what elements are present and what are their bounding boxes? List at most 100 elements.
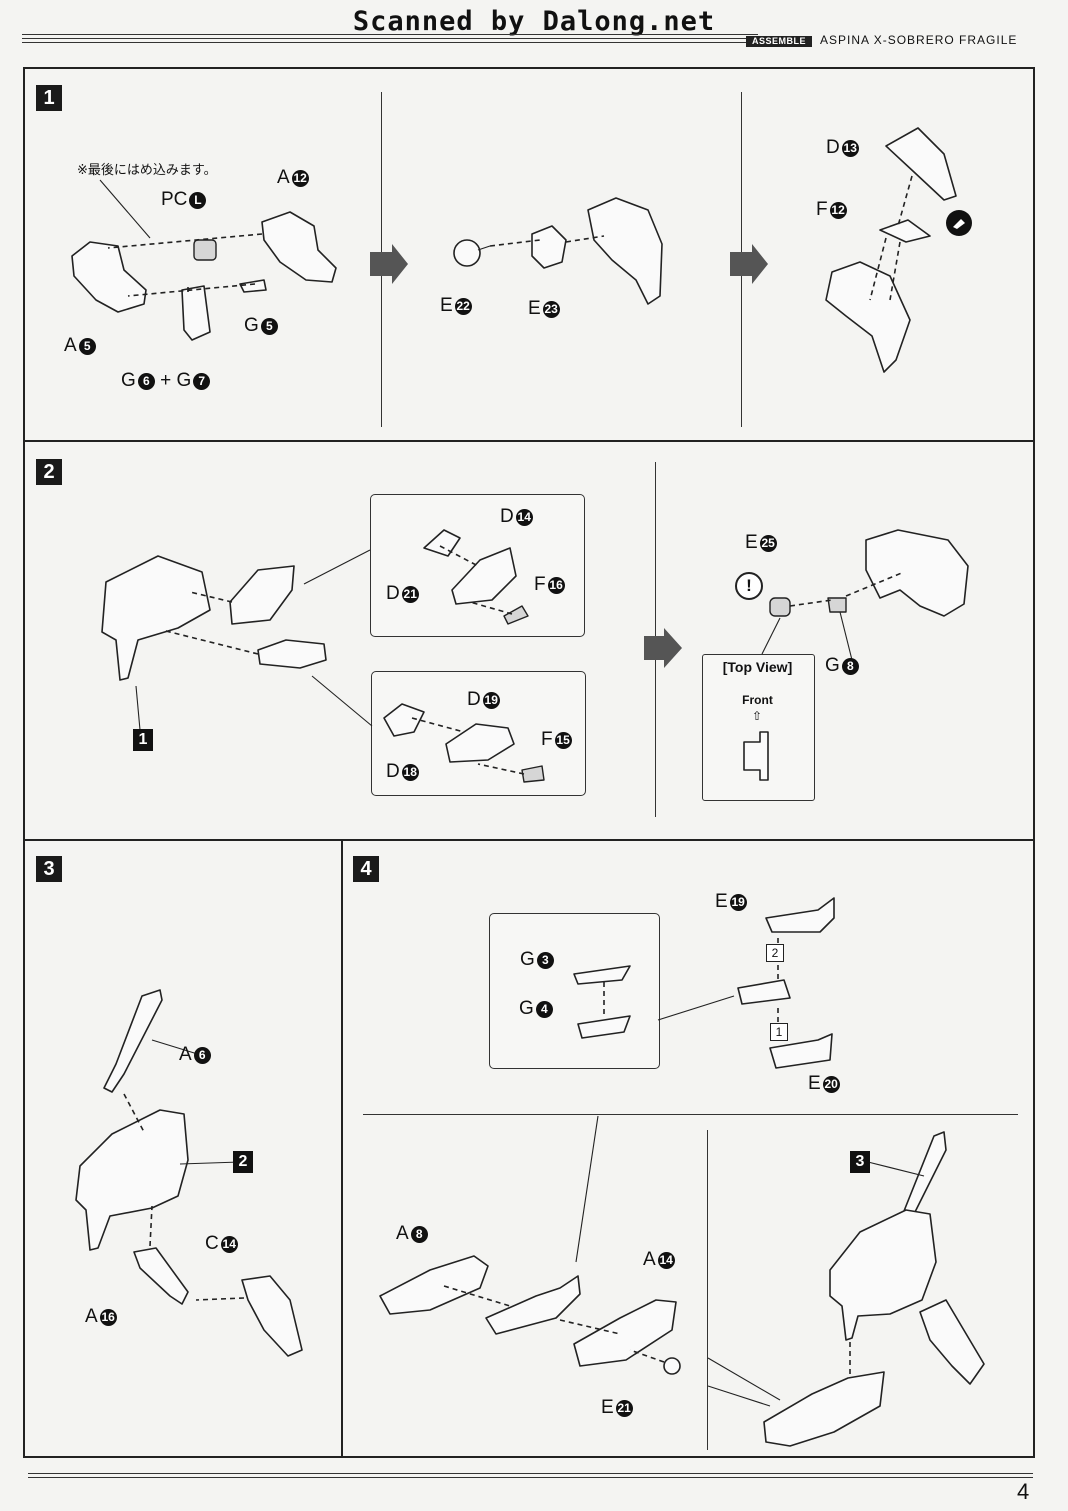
assembly-arrow — [149, 1205, 153, 1247]
part-letter: E — [440, 295, 453, 316]
part-letter: G — [825, 655, 840, 676]
part-letter: A — [85, 1306, 98, 1327]
part-illustration — [577, 1015, 631, 1039]
footer-rule — [28, 1473, 1033, 1474]
part-illustration — [829, 1209, 937, 1341]
leader-line — [707, 1385, 771, 1407]
part-letter: E — [528, 298, 541, 319]
part-letter: F — [816, 199, 828, 220]
step-number-1: 1 — [36, 85, 62, 111]
part-illustration — [181, 285, 211, 341]
caution-icon: ! — [735, 572, 763, 600]
substep-divider — [363, 1114, 1018, 1115]
part-illustration — [229, 565, 295, 625]
poly-cap-illustration — [193, 239, 217, 261]
part-illustration — [663, 1357, 681, 1375]
part-illustration — [445, 723, 515, 763]
leader-line — [839, 611, 853, 661]
part-letter: PC — [161, 189, 188, 210]
part-number-badge: 5 — [78, 338, 96, 355]
part-letter: E — [745, 532, 758, 553]
leader-line — [657, 995, 735, 1021]
part-illustration — [103, 989, 163, 1093]
leader-line — [99, 179, 151, 239]
part-illustration — [423, 529, 461, 557]
scan-title: Scanned by Dalong.net — [352, 6, 716, 37]
assembly-arrow — [889, 241, 901, 301]
part-illustration — [879, 219, 931, 243]
part-letter: F — [534, 574, 546, 595]
part-illustration — [885, 127, 957, 201]
assembly-arrow — [897, 175, 913, 227]
part-number-badge: 14 — [515, 509, 533, 526]
progress-arrow — [730, 244, 768, 284]
lower-frame — [23, 840, 1035, 1458]
assembly-arrow — [789, 599, 833, 607]
part-letter: A — [643, 1249, 656, 1270]
step-ref-2: 2 — [233, 1151, 253, 1173]
part-illustration — [133, 1247, 189, 1305]
part-illustration — [587, 197, 663, 305]
step-ref-3: 3 — [850, 1151, 870, 1173]
part-letter: D — [500, 506, 514, 527]
leader-line — [311, 675, 373, 727]
part-illustration — [737, 979, 791, 1005]
part-illustration — [573, 965, 631, 985]
part-number-badge: 25 — [759, 535, 777, 552]
step-number-4: 4 — [353, 856, 379, 882]
progress-arrow — [644, 628, 682, 668]
sequence-1-badge: 1 — [770, 1023, 788, 1041]
part-letter: D — [467, 689, 481, 710]
header-rule — [22, 38, 758, 39]
part-number-badge: 8 — [841, 658, 859, 675]
assembly-arrow — [443, 1285, 511, 1307]
part-number-badge: 21 — [615, 1400, 633, 1417]
part-number-badge: 16 — [547, 577, 565, 594]
front-label: Front — [742, 693, 773, 707]
part-illustration — [573, 1299, 677, 1367]
top-view-box — [702, 654, 815, 801]
part-illustration — [71, 241, 147, 313]
part-number-badge: 6 — [193, 1047, 211, 1064]
part-letter: A — [179, 1044, 192, 1065]
series-title: ASPINA X-SOBRERO FRAGILE — [820, 33, 1018, 47]
assembly-arrow — [469, 601, 513, 615]
part-letter: G — [244, 315, 259, 336]
part-number-badge: L — [189, 192, 207, 209]
assembly-arrow — [439, 545, 479, 567]
part-letter: E — [715, 891, 728, 912]
part-illustration — [827, 597, 847, 613]
part-letter: C — [205, 1233, 219, 1254]
part-number-badge: 5 — [260, 318, 278, 335]
leader-line — [707, 1357, 781, 1401]
part-illustration — [383, 703, 425, 737]
insert-last-note: ※最後にはめ込みます。 — [77, 162, 217, 177]
leader-line — [477, 245, 491, 251]
part-illustration — [769, 1033, 833, 1069]
part-number-badge: 21 — [401, 586, 419, 603]
top-view-title: [Top View] — [722, 659, 793, 675]
ball-joint-illustration — [453, 239, 481, 267]
progress-arrow — [370, 244, 408, 284]
part-number-badge: 12 — [291, 170, 309, 187]
part-letter: E — [601, 1397, 614, 1418]
part-illustration — [919, 1299, 985, 1385]
assembly-arrow — [161, 629, 259, 655]
part-number-badge: 6 — [137, 373, 155, 390]
assembly-arrow — [189, 591, 233, 603]
page-number: 4 — [1017, 1479, 1030, 1504]
part-illustration — [763, 1371, 885, 1447]
part-illustration — [379, 1255, 489, 1315]
part-illustration — [101, 555, 211, 681]
part-letter: A — [396, 1223, 409, 1244]
part-illustration — [261, 211, 337, 283]
part-illustration — [75, 1109, 189, 1251]
assembly-arrow — [559, 1319, 621, 1335]
